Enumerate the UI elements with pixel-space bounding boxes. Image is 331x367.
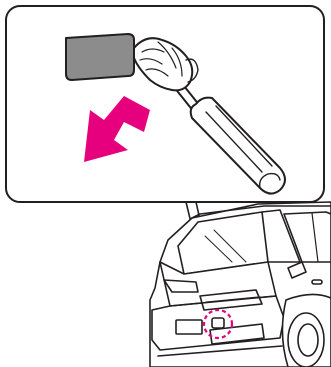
cover-piece-icon — [66, 34, 134, 80]
minivan-front-icon — [150, 202, 331, 367]
detail-panel — [6, 6, 324, 202]
